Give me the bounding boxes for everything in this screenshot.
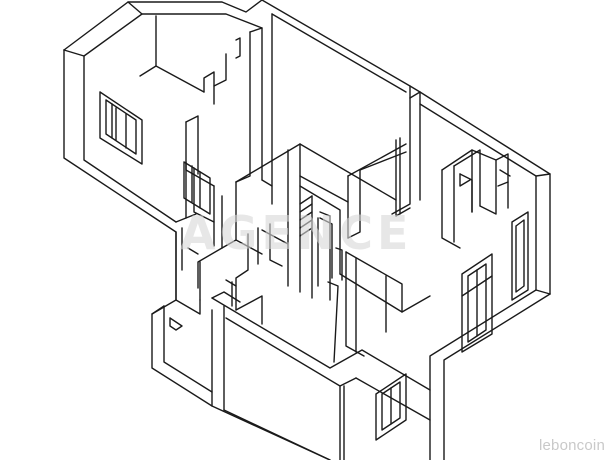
closet-window (183, 161, 211, 215)
left-window (99, 91, 143, 165)
bathroom-block (221, 143, 397, 301)
right-room-closets (441, 149, 511, 249)
right-room-walls (419, 91, 551, 460)
center-partition (347, 137, 411, 239)
left-room-partitions (139, 15, 263, 187)
right-window (461, 253, 493, 353)
far-right-window (511, 211, 529, 301)
leboncoin-brand-mark: leboncoin (538, 437, 605, 454)
bottom-window (375, 373, 407, 441)
hallway (197, 185, 289, 325)
central-stairs (299, 195, 333, 279)
shower (327, 247, 431, 363)
entry-wing (151, 161, 215, 407)
agency-watermark: AGENCE (180, 206, 413, 260)
